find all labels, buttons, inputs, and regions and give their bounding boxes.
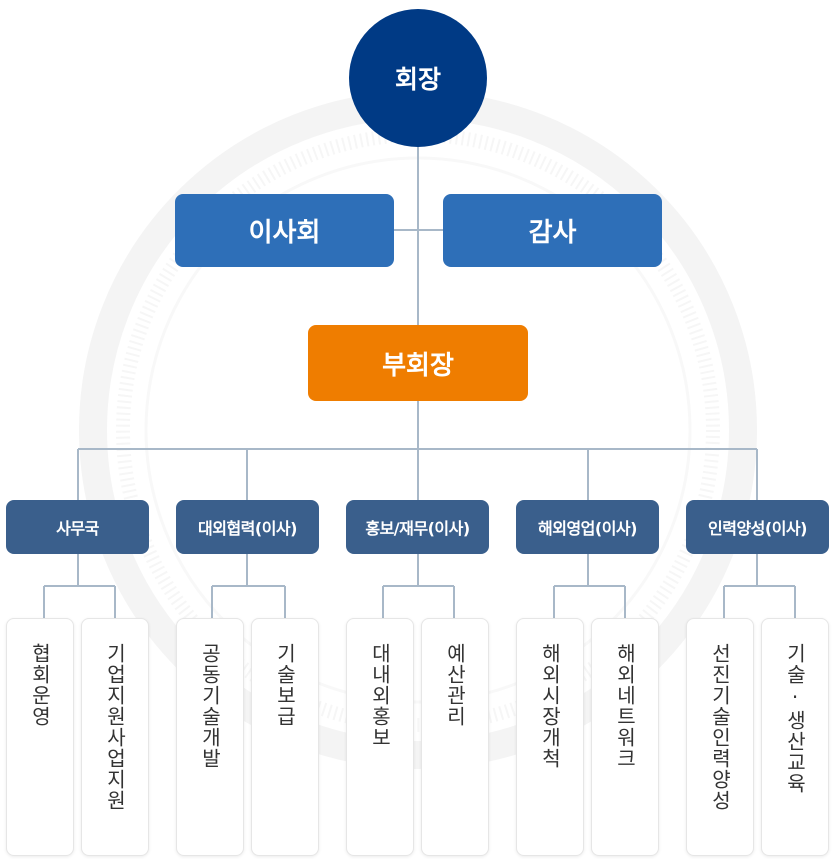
task-label: 선진기술인력양성 <box>708 643 732 811</box>
task-label: 해외시장개척 <box>538 643 562 769</box>
task-box: 해외시장개척 <box>516 618 584 856</box>
task-label: 대내외홍보 <box>368 643 392 748</box>
task-label: 협회운영 <box>28 643 52 727</box>
task-box: 예산관리 <box>421 618 489 856</box>
task-box: 공동기술개발 <box>176 618 244 856</box>
task-label: 해외네트워크 <box>613 643 637 769</box>
vice-chairman-node: 부회장 <box>308 325 528 401</box>
task-box: 선진기술인력양성 <box>686 618 754 856</box>
task-box: 협회운영 <box>6 618 74 856</box>
dept-secretariat: 사무국 <box>6 500 149 554</box>
task-box: 기업지원사업지원 <box>81 618 149 856</box>
dept-pr-finance: 홍보/재무(이사) <box>346 500 489 554</box>
task-box: 대내외홍보 <box>346 618 414 856</box>
task-label: 공동기술개발 <box>198 643 222 769</box>
task-box: 기술·생산교육 <box>761 618 829 856</box>
task-box: 기술보급 <box>251 618 319 856</box>
dept-training: 인력양성(이사) <box>686 500 829 554</box>
audit-node: 감사 <box>443 194 662 267</box>
dept-overseas-sales: 해외영업(이사) <box>516 500 659 554</box>
task-label: 기술보급 <box>273 643 297 727</box>
dept-external-cooperation: 대외협력(이사) <box>176 500 319 554</box>
board-node: 이사회 <box>175 194 394 267</box>
task-box: 해외네트워크 <box>591 618 659 856</box>
task-label: 예산관리 <box>443 643 467 727</box>
task-label: 기업지원사업지원 <box>103 643 127 811</box>
task-label: 기술·생산교육 <box>783 643 807 794</box>
chairman-node: 회장 <box>349 9 487 147</box>
